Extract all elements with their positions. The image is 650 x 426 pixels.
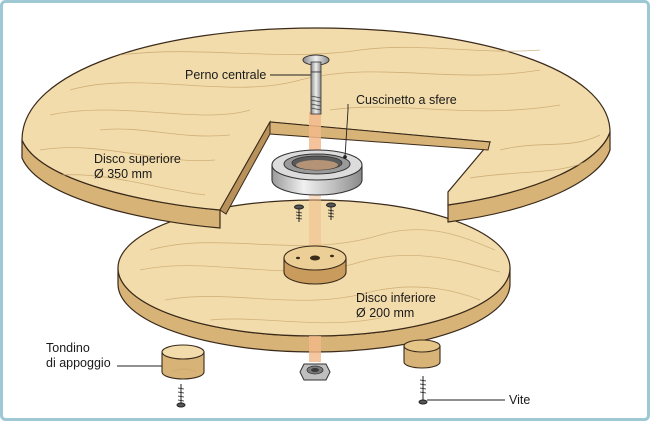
label-cuscinetto-text: Cuscinetto a sfere [356,93,457,107]
label-disco-superiore-line2: Ø 350 mm [94,167,153,181]
axis-beam-middle [309,195,321,245]
hub-screws [294,202,336,222]
center-hub [283,245,347,285]
label-tondino-line2: di appoggio [46,356,111,370]
central-bolt [302,54,330,115]
support-dowel-left [161,344,205,380]
leader-lines [117,74,505,401]
ball-bearing [271,149,363,196]
axis-beam-upper [309,112,321,152]
support-dowel-right [403,339,441,369]
label-vite: Vite [509,393,530,408]
label-cuscinetto: Cuscinetto a sfere [356,93,457,108]
label-disco-inferiore: Disco inferiore Ø 200 mm [356,291,436,321]
axis-beam-lower [309,336,321,362]
label-disco-inferiore-line2: Ø 200 mm [356,306,415,320]
label-disco-superiore: Disco superiore Ø 350 mm [94,152,181,182]
label-vite-text: Vite [509,393,531,407]
label-tondino-line1: Tondino [46,341,90,355]
label-disco-inferiore-line1: Disco inferiore [356,291,436,305]
label-perno-text: Perno centrale [185,68,267,82]
label-tondino: Tondino di appoggio [46,341,111,371]
nut [299,363,331,381]
label-disco-superiore-line1: Disco superiore [94,152,181,166]
label-perno-centrale: Perno centrale [185,68,266,83]
dowel-screws [176,376,428,408]
leader-cuscinetto [344,104,349,158]
